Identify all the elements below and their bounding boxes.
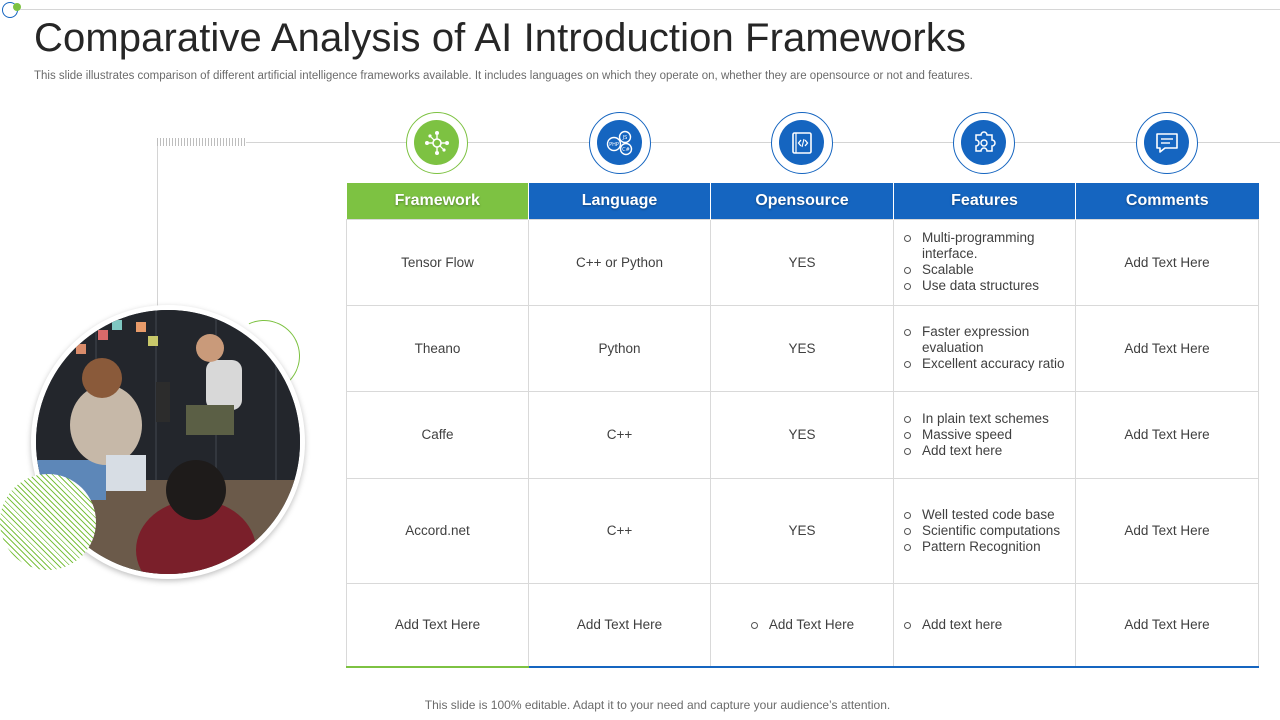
hatched-bar-decoration <box>157 138 246 146</box>
comments-column-icon <box>1136 112 1198 174</box>
cell-opensource: YES <box>710 304 894 392</box>
features-column-icon <box>953 112 1015 174</box>
code-book-icon <box>791 131 812 154</box>
feature-item: Massive speed <box>903 427 1075 443</box>
cell-language: Add Text Here <box>528 582 711 668</box>
cell-comments: Add Text Here <box>1075 582 1259 668</box>
svg-text:PHP: PHP <box>609 142 619 148</box>
table-row: Accord.net C++ YES Well tested code base… <box>346 477 1259 584</box>
cell-features: Multi-programming interface. Scalable Us… <box>893 218 1076 306</box>
header-comments: Comments <box>1075 183 1259 219</box>
cell-language: Python <box>528 304 711 392</box>
svg-text:JS: JS <box>621 135 627 141</box>
cell-opensource: YES <box>710 477 894 584</box>
cell-comments: Add Text Here <box>1075 477 1259 584</box>
feature-item: Add text here <box>903 617 1075 633</box>
cell-features: Faster expression evaluation Excellent a… <box>893 304 1076 392</box>
vertical-connector-line <box>157 146 158 310</box>
header-opensource: Opensource <box>710 183 894 219</box>
opensource-column-icon <box>771 112 833 174</box>
horizontal-connector-line <box>246 142 1280 143</box>
header-features: Features <box>893 183 1076 219</box>
features-list: In plain text schemes Massive speed Add … <box>894 411 1075 459</box>
cell-opensource: YES <box>710 218 894 306</box>
header-language: Language <box>528 183 711 219</box>
striped-circle-decoration <box>0 474 96 570</box>
code-languages-icon: PHP JS C# <box>606 130 632 155</box>
features-list: Add text here <box>894 617 1075 633</box>
network-hub-icon <box>424 130 449 155</box>
cell-language: C++ <box>528 390 711 479</box>
cell-framework: Caffe <box>346 390 529 479</box>
feature-item: Well tested code base <box>903 507 1075 523</box>
feature-item: Use data structures <box>903 278 1075 294</box>
slide-subtitle: This slide illustrates comparison of dif… <box>34 70 973 82</box>
feature-item: Scalable <box>903 262 1075 278</box>
slide-title: Comparative Analysis of AI Introduction … <box>34 16 967 60</box>
svg-text:C#: C# <box>622 147 630 153</box>
cell-language: C++ <box>528 477 711 584</box>
features-list: Multi-programming interface. Scalable Us… <box>894 230 1075 294</box>
cell-features: In plain text schemes Massive speed Add … <box>893 390 1076 479</box>
cell-features: Add text here <box>893 582 1076 668</box>
header-framework: Framework <box>346 183 529 219</box>
framework-column-icon <box>406 112 468 174</box>
cell-framework: Theano <box>346 304 529 392</box>
cell-opensource: YES <box>710 390 894 479</box>
corner-dot-decoration <box>13 3 21 11</box>
feature-item: Faster expression evaluation <box>903 324 1075 356</box>
cell-framework: Accord.net <box>346 477 529 584</box>
feature-item: Pattern Recognition <box>903 539 1075 555</box>
features-list: Faster expression evaluation Excellent a… <box>894 324 1075 372</box>
cell-framework: Tensor Flow <box>346 218 529 306</box>
table-row: Caffe C++ YES In plain text schemes Mass… <box>346 390 1259 479</box>
cell-opensource: Add Text Here <box>710 582 894 668</box>
table-row: Add Text Here Add Text Here Add Text Her… <box>346 582 1259 668</box>
table-row: Tensor Flow C++ or Python YES Multi-prog… <box>346 218 1259 306</box>
chat-bubble-icon <box>1155 132 1178 153</box>
feature-item: Scientific computations <box>903 523 1075 539</box>
feature-item: Add text here <box>903 443 1075 459</box>
opensource-bullet-item: Add Text Here <box>750 617 854 632</box>
feature-item: Excellent accuracy ratio <box>903 356 1075 372</box>
cell-framework: Add Text Here <box>346 582 529 668</box>
cell-features: Well tested code base Scientific computa… <box>893 477 1076 584</box>
table-row: Theano Python YES Faster expression eval… <box>346 304 1259 392</box>
feature-item: In plain text schemes <box>903 411 1075 427</box>
top-divider-line <box>20 9 1280 10</box>
feature-item: Multi-programming interface. <box>903 230 1075 262</box>
puzzle-gear-icon <box>974 130 996 152</box>
cell-comments: Add Text Here <box>1075 304 1259 392</box>
language-column-icon: PHP JS C# <box>589 112 651 174</box>
framework-comparison-table: Framework Language Opensource Features C… <box>346 183 1259 668</box>
features-list: Well tested code base Scientific computa… <box>894 507 1075 555</box>
slide-footer-note: This slide is 100% editable. Adapt it to… <box>424 698 891 712</box>
cell-comments: Add Text Here <box>1075 218 1259 306</box>
cell-language: C++ or Python <box>528 218 711 306</box>
cell-comments: Add Text Here <box>1075 390 1259 479</box>
table-header-row: Framework Language Opensource Features C… <box>346 183 1259 219</box>
